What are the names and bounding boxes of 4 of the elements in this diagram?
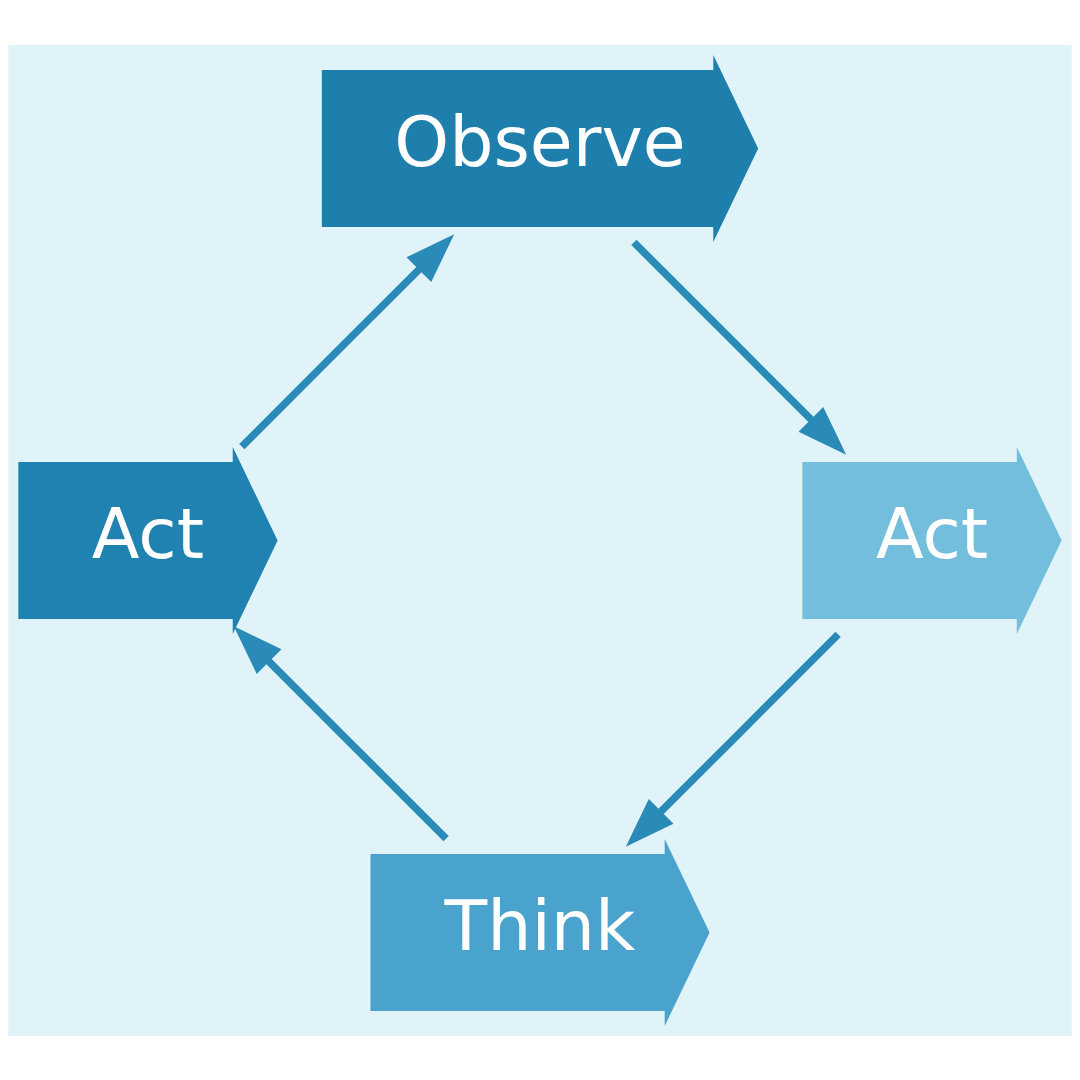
arrow	[239, 233, 455, 449]
arrow	[625, 631, 841, 847]
arrow	[233, 625, 449, 841]
arrow	[631, 239, 847, 455]
